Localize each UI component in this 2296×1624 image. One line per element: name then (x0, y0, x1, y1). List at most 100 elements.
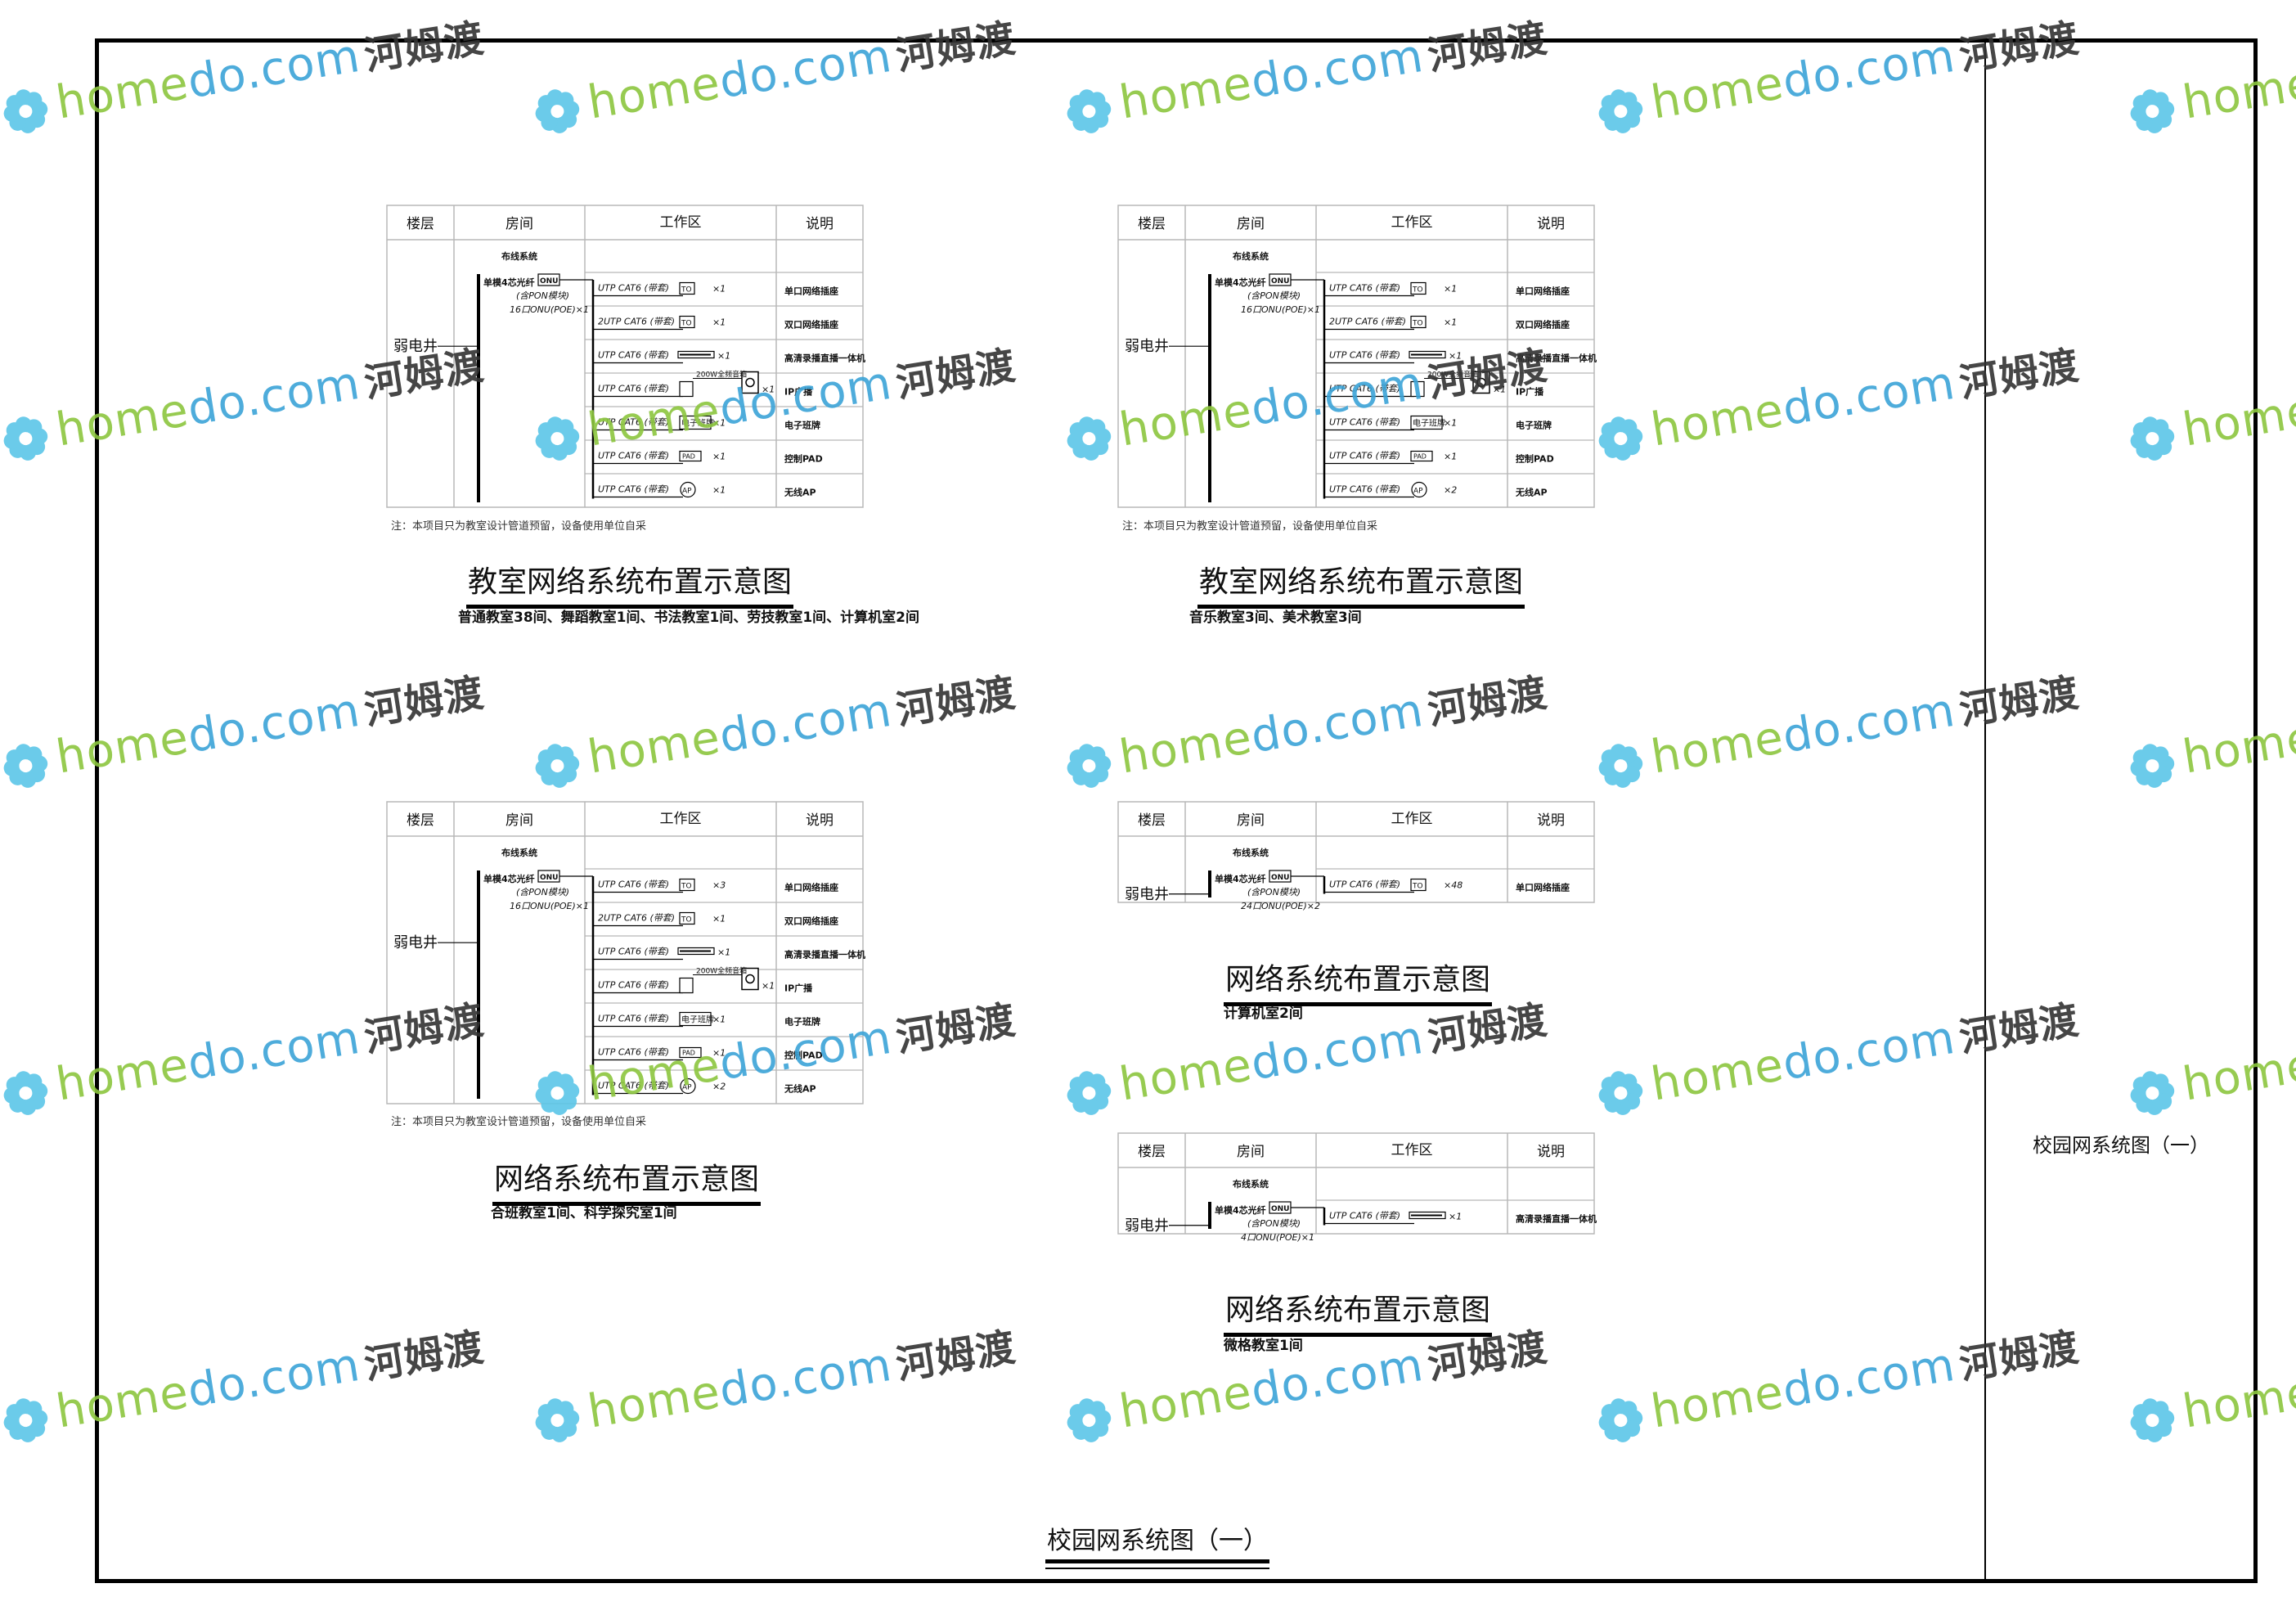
display-icon (679, 415, 712, 430)
row-description: 电子班牌 (784, 420, 820, 431)
panel-title: 网络系统布置示意图 (1224, 956, 1493, 1006)
header-room: 房间 (505, 216, 533, 232)
system-label: 布线系统 (501, 847, 537, 858)
row-description: 高清录播直播一体机 (784, 949, 865, 960)
outlet-icon-label: TO (1412, 286, 1423, 295)
panel-title: 教室网络系统布置示意图 (466, 558, 794, 609)
cable-label: UTP CAT6 (带套) (598, 1014, 669, 1024)
onu-box-label: ONU (1271, 277, 1290, 286)
outlet-icon-label: TO (681, 916, 692, 924)
table-border (386, 205, 864, 508)
device-count: ×1 (712, 317, 726, 328)
speaker-icon (679, 977, 694, 994)
switch-fiber-label: 单模4芯光纤 (483, 277, 535, 288)
cable-label: UTP CAT6 (带套) (598, 283, 669, 294)
sheet-title: 校园网系统图（一） (1045, 1520, 1269, 1569)
device-count: ×1 (1449, 351, 1462, 362)
header-workzone: 工作区 (1391, 1142, 1433, 1158)
switch-module-label: (含PON模块) (1247, 290, 1301, 301)
header-room: 房间 (1237, 216, 1265, 232)
outlet-icon (1410, 281, 1427, 295)
ap-icon (680, 481, 696, 498)
shaft-label: 弱电井 (1125, 886, 1169, 903)
cable-label: UTP CAT6 (带套) (598, 451, 669, 461)
device-count: ×1 (712, 452, 726, 462)
row-description: 单口网络插座 (1516, 286, 1570, 297)
onu-box-label: ONU (540, 874, 559, 882)
device-count: ×2 (1444, 485, 1457, 496)
header-room: 房间 (1237, 1144, 1265, 1160)
header-workzone: 工作区 (1391, 811, 1433, 827)
outlet-icon (679, 281, 695, 295)
pad-icon-label: PAD (1413, 453, 1427, 461)
shaft-label: 弱电井 (1125, 1217, 1169, 1235)
display-icon-label: 电子班牌 (681, 418, 714, 429)
switch-fiber-label: 单模4芯光纤 (1215, 277, 1266, 288)
switch-module-label: (含PON模块) (1247, 1218, 1301, 1229)
switch-module-label: (含PON模块) (1247, 887, 1301, 897)
device-count: ×1 (717, 947, 730, 958)
device-count: ×2 (712, 1082, 726, 1092)
cable-label: UTP CAT6 (带套) (1329, 1211, 1400, 1221)
switch-fiber-label: 单模4芯光纤 (483, 873, 535, 884)
device-count: ×1 (1444, 418, 1457, 429)
ap-icon (1411, 481, 1427, 498)
row-description: IP广播 (784, 386, 813, 398)
row-description: IP广播 (784, 983, 813, 994)
switch-ports-label: 16口ONU(POE)×1 (510, 304, 589, 315)
shaft-label: 弱电井 (1125, 338, 1169, 355)
switch-ports-label: 16口ONU(POE)×1 (510, 901, 589, 911)
speaker-icon (1410, 380, 1425, 398)
outlet-icon-label: TO (1412, 320, 1423, 328)
speaker-cone-icon (745, 974, 755, 984)
outlet-icon (1410, 315, 1427, 329)
switch-ports-label: 24口ONU(POE)×2 (1241, 901, 1320, 911)
panel-subtitle: 合班教室1间、科学探究室1间 (491, 1205, 677, 1221)
cable-label: UTP CAT6 (带套) (1329, 350, 1400, 361)
speaker-cone-icon (745, 377, 755, 388)
row-description: 控制PAD (1516, 453, 1554, 465)
row-description: 无线AP (1515, 487, 1548, 498)
pad-icon (1410, 450, 1433, 462)
system-label: 布线系统 (1233, 250, 1269, 262)
device-count: ×1 (1493, 385, 1506, 395)
row-description: 无线AP (784, 487, 816, 498)
header-desc: 说明 (1537, 216, 1565, 232)
switch-ports-label: 16口ONU(POE)×1 (1241, 304, 1320, 315)
device-count: ×1 (1444, 452, 1457, 462)
header-desc: 说明 (806, 216, 833, 232)
row-description: 双口网络插座 (784, 319, 838, 331)
row-description: 双口网络插座 (784, 915, 838, 927)
flower-icon (3, 1398, 48, 1442)
speaker-extra-label: 200W全频音箱 (1427, 370, 1478, 380)
cable-label: UTP CAT6 (带套) (598, 384, 669, 394)
system-label: 布线系统 (1233, 1178, 1269, 1190)
device-count: ×1 (712, 1014, 726, 1025)
switch-ports-label: 4口ONU(POE)×1 (1241, 1232, 1314, 1243)
shaft-label: 弱电井 (393, 338, 438, 355)
row-description: 双口网络插座 (1516, 319, 1570, 331)
ap-icon-label: AP (682, 488, 692, 496)
header-floor: 楼层 (407, 812, 434, 829)
speaker-cone-icon (1476, 377, 1486, 388)
cable-label: UTP CAT6 (带套) (1329, 417, 1400, 428)
outlet-icon (1410, 878, 1427, 892)
switch-fiber-label: 单模4芯光纤 (1215, 873, 1266, 884)
header-floor: 楼层 (1138, 1144, 1166, 1160)
header-workzone: 工作区 (660, 811, 702, 827)
header-room: 房间 (1237, 812, 1265, 829)
display-icon (1410, 415, 1443, 430)
title-block-divider (1984, 38, 1986, 1583)
speaker-extra-label: 200W全频音箱 (696, 370, 747, 380)
system-label: 布线系统 (1233, 847, 1269, 858)
header-desc: 说明 (1537, 812, 1565, 829)
cable-label: UTP CAT6 (带套) (598, 980, 669, 991)
table-border (1117, 1132, 1595, 1235)
